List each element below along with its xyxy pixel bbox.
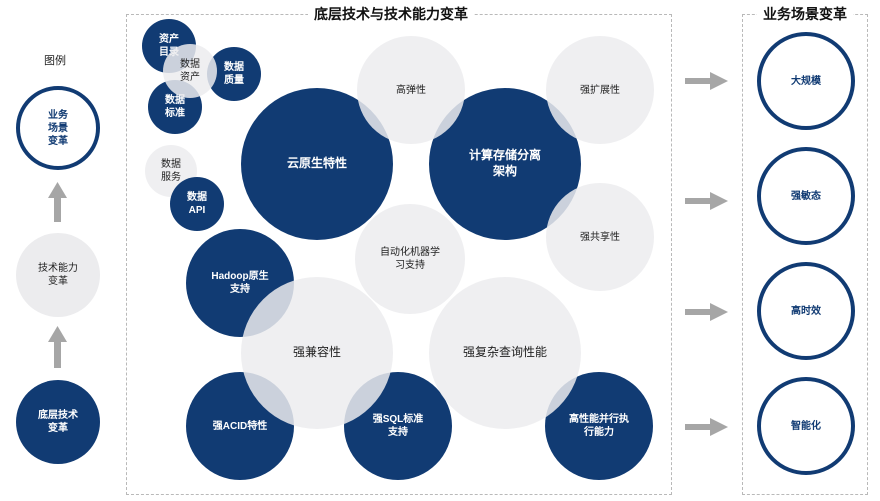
business-large-scale-circle: 大规模 xyxy=(757,32,855,130)
right-arrow-icon xyxy=(685,418,728,436)
right-arrow-icon xyxy=(685,72,728,90)
data-assets-circle: 数据 资产 xyxy=(163,44,217,98)
legend-title: 图例 xyxy=(44,55,66,67)
strong-sharing-circle: 强共享性 xyxy=(546,183,654,291)
right-arrow-icon xyxy=(685,303,728,321)
legend-tech-capability-circle: 技术能力 变革 xyxy=(16,233,100,317)
strong-scalability-circle: 强扩展性 xyxy=(546,36,654,144)
right-arrow-icon xyxy=(685,192,728,210)
up-arrow-icon xyxy=(48,182,67,222)
legend-business-circle: 业务 场景 变革 xyxy=(16,86,100,170)
high-elasticity-circle: 高弹性 xyxy=(357,36,465,144)
data-quality-circle: 数据 质量 xyxy=(207,47,261,101)
data-api-circle: 数据 API xyxy=(170,177,224,231)
business-intelligence-circle: 智能化 xyxy=(757,377,855,475)
compatibility-circle: 强兼容性 xyxy=(241,277,393,429)
acid-circle: 强ACID特性 xyxy=(186,372,294,480)
business-timeliness-circle: 高时效 xyxy=(757,262,855,360)
main-title: 底层技术与技术能力变革 xyxy=(308,5,474,23)
business-agile-circle: 强敏态 xyxy=(757,147,855,245)
complex-query-circle: 强复杂查询性能 xyxy=(429,277,581,429)
legend-base-tech-circle: 底层技术 变革 xyxy=(16,380,100,464)
ml-support-circle: 自动化机器学 习支持 xyxy=(355,204,465,314)
up-arrow-icon xyxy=(48,326,67,368)
business-title: 业务场景变革 xyxy=(757,5,853,23)
